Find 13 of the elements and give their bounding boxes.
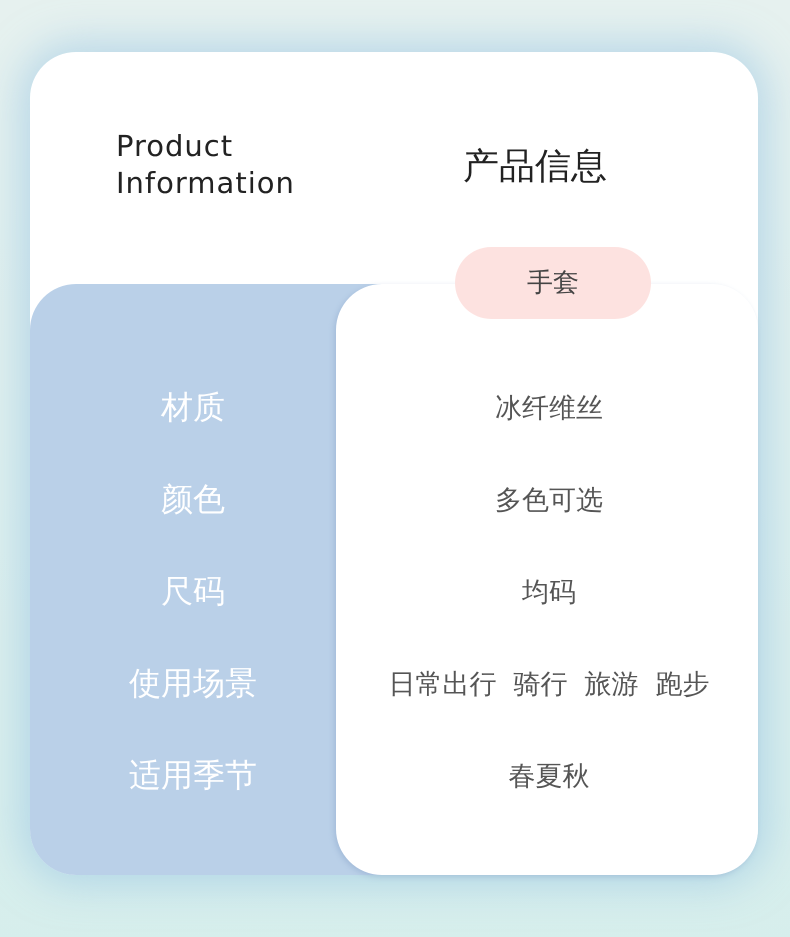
attribute-value: 均码 — [521, 576, 577, 610]
attribute-name: 材质 — [160, 387, 226, 428]
attribute-name: 颜色 — [160, 479, 226, 520]
attribute-name: 使用场景 — [128, 663, 258, 704]
title: 产品信息 — [462, 145, 608, 189]
attribute-value: 多色可选 — [494, 484, 604, 518]
english-heading: Product Information — [116, 128, 296, 202]
attribute-name: 尺码 — [160, 571, 226, 612]
attribute-value: 日常出行 骑行 旅游 跑步 — [387, 668, 711, 702]
attribute-value: 冰纤维丝 — [494, 392, 604, 426]
attribute-name: 适用季节 — [128, 755, 258, 796]
attribute-value: 春夏秋 — [508, 760, 590, 794]
product-badge: 手套 — [455, 247, 651, 319]
